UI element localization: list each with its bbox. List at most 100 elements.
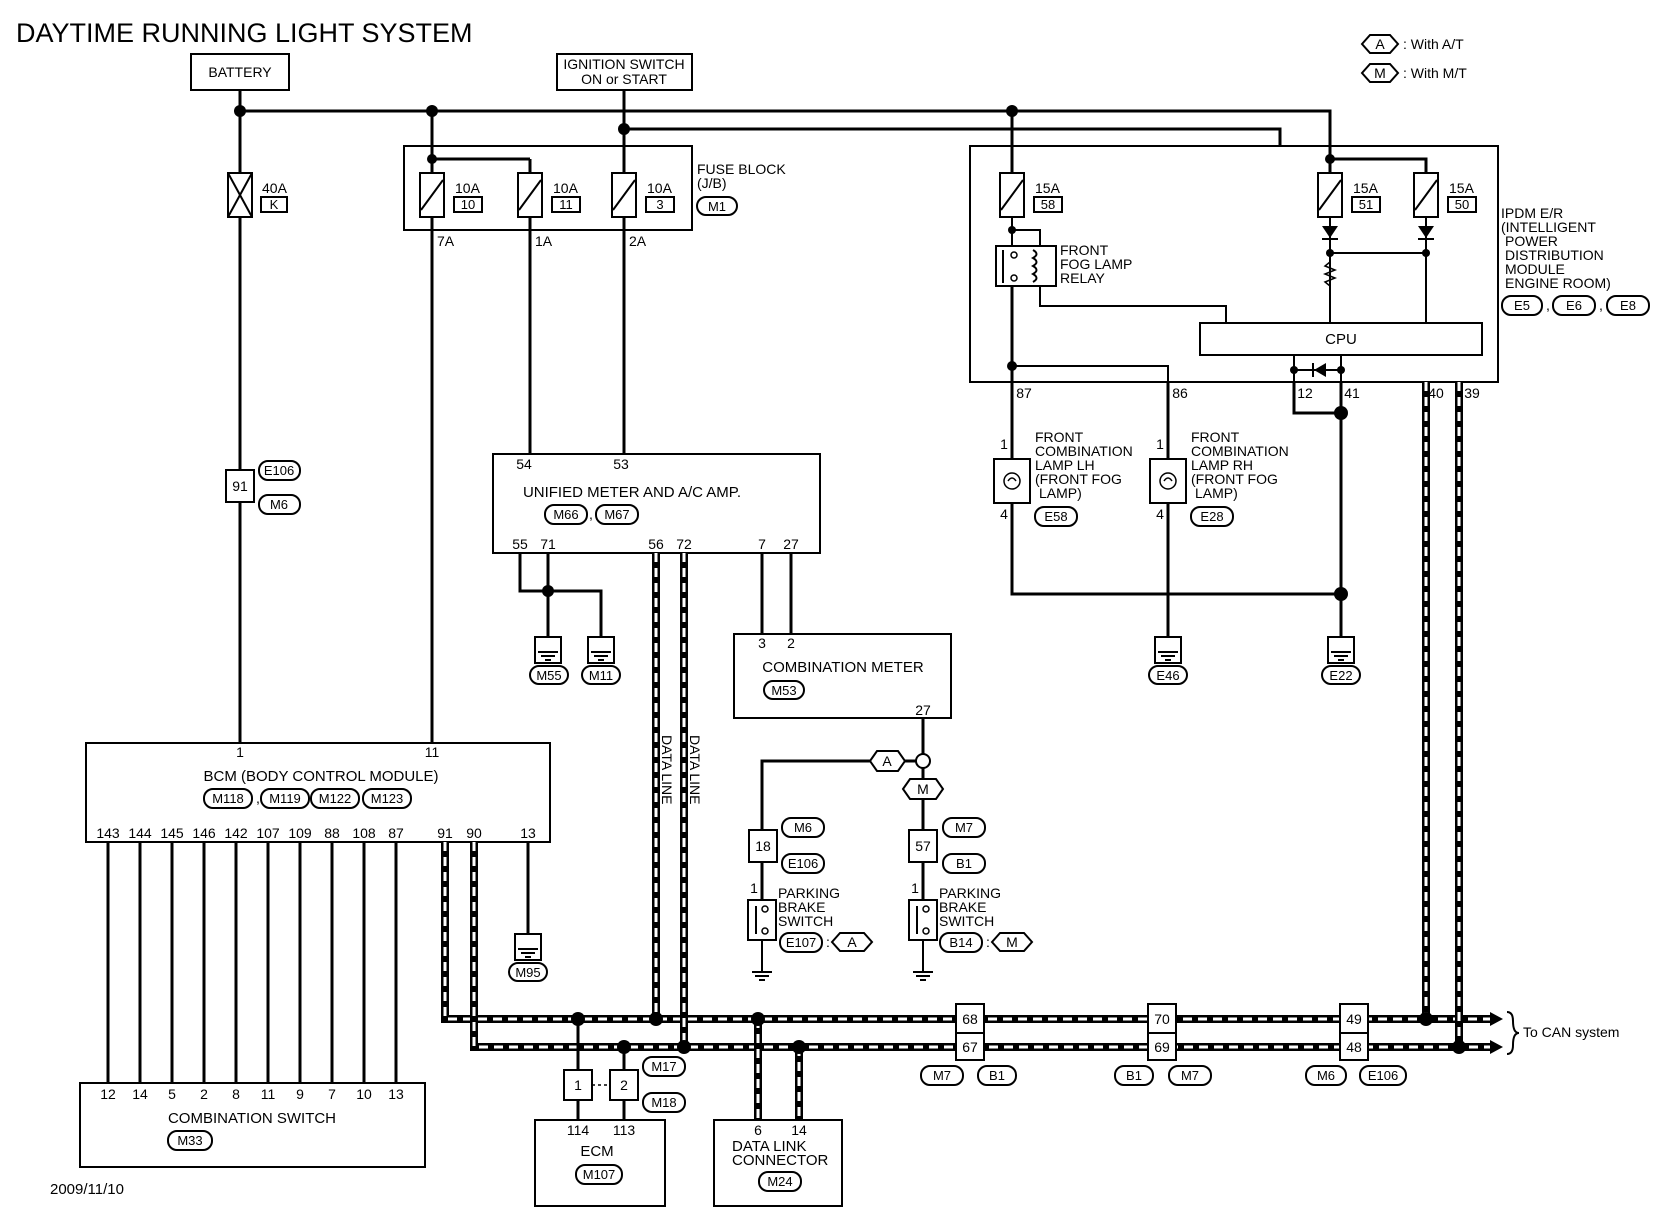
pin-label: 108 (352, 825, 376, 841)
ground-code: E46 (1156, 668, 1179, 683)
connector-badge (781, 853, 825, 874)
pin-label: 14 (791, 1122, 807, 1138)
pin-label: 1 (574, 1077, 582, 1093)
junction-dot (1290, 366, 1298, 374)
junction-dot (751, 1012, 765, 1026)
connector-57 (908, 829, 938, 863)
junction-dot (1422, 249, 1430, 257)
switch-contact (761, 905, 769, 913)
pin-label: 13 (520, 825, 536, 841)
pin-label: 48 (1346, 1039, 1362, 1055)
fuse-out-1a: 1A (535, 233, 553, 249)
lamp-label: COMBINATION (1191, 443, 1289, 459)
fuse-block-label: FUSE BLOCK (697, 161, 786, 177)
connector-badge (939, 932, 983, 953)
lamp-label: COMBINATION (1035, 443, 1133, 459)
connector-badge (1501, 295, 1543, 316)
connector-code: M6 (1317, 1068, 1335, 1083)
wire (1328, 146, 1428, 173)
ground-symbol-box (1327, 636, 1355, 664)
diode-icon (1418, 226, 1434, 238)
pin-label: 11 (425, 744, 440, 760)
wire (1010, 503, 1341, 596)
parking-brake-switch-mt (908, 899, 938, 941)
junction-dot (792, 1040, 806, 1054)
connector-badge (920, 1065, 964, 1086)
pin-label: 12 (100, 1086, 116, 1102)
connector-code: M24 (767, 1174, 792, 1189)
junction-dot (1334, 406, 1348, 420)
pin-label: 109 (288, 825, 312, 841)
pin-label: 11 (261, 1086, 276, 1102)
pin-label: 87 (388, 825, 404, 841)
wire (760, 759, 916, 830)
legend: A : With A/T M : With M/T (1360, 34, 1467, 83)
pin-label: 146 (192, 825, 216, 841)
legend-m-symbol: M (1374, 65, 1386, 81)
pin-label: 142 (224, 825, 248, 841)
pin-label: 113 (613, 1122, 636, 1138)
connector-code: M118 (212, 791, 244, 806)
separator: , (256, 790, 260, 806)
connector-code: B1 (1126, 1068, 1142, 1083)
pin-label: 86 (1172, 385, 1188, 401)
fuse-number-box (551, 196, 581, 213)
fuse-number-box (1447, 196, 1477, 213)
ground-code: M95 (515, 965, 540, 980)
legend-hex-m (1360, 63, 1400, 83)
connector-18 (748, 829, 778, 863)
relay-contact (1010, 251, 1018, 259)
pin-label: 55 (512, 536, 528, 552)
lamp-label: LAMP) (1039, 485, 1082, 501)
junction-dot (1325, 154, 1335, 164)
dlc-label: CONNECTOR (732, 1152, 829, 1169)
lamp-label: FRONT (1035, 429, 1084, 445)
fuse-10a-11: 10A 11 (517, 172, 581, 218)
connector-code: E6 (1566, 298, 1582, 313)
relay-coil-icon (1030, 249, 1038, 283)
fuse-element (1318, 179, 1342, 211)
pin-label: 40 (1428, 385, 1444, 401)
connector-badge (1034, 506, 1078, 527)
ignition-line1: IGNITION SWITCH (563, 56, 684, 72)
pin-label: 91 (437, 825, 453, 841)
connector-code: M119 (269, 791, 301, 806)
junction-dot (1337, 366, 1345, 374)
legend-m-text: : With M/T (1403, 65, 1467, 81)
switch-label: BRAKE (939, 899, 986, 915)
ground-symbol-box (1154, 636, 1182, 664)
pin-label: 107 (256, 825, 280, 841)
data-line-label: DATA LINE (659, 735, 675, 805)
ecm-label: ECM (580, 1143, 613, 1160)
wire (1292, 382, 1341, 415)
legend-a-text: : With A/T (1403, 36, 1464, 52)
fuse-body (517, 172, 543, 218)
pin-label: 14 (132, 1086, 148, 1102)
pin-label: 9 (296, 1086, 304, 1102)
junction-dot (677, 1040, 691, 1054)
pin-label: 53 (613, 456, 629, 472)
connector-badge (642, 1056, 686, 1077)
connector-badge (362, 788, 412, 809)
pin-label: 1 (750, 880, 758, 896)
relay-label: RELAY (1060, 270, 1106, 286)
connector-badge (310, 788, 360, 809)
can-joint-70-69: 70 69 B1 M7 (1114, 1003, 1212, 1086)
lamp-label: LAMP) (1195, 485, 1238, 501)
connector-badge (1114, 1065, 1154, 1086)
ground-symbol-box (587, 636, 615, 664)
separator: , (1546, 297, 1550, 313)
unified-meter-label: UNIFIED METER AND A/C AMP. (523, 484, 741, 501)
branch-point (915, 753, 931, 769)
ground-e46: E46 (1148, 636, 1188, 685)
pin-label: 27 (783, 536, 799, 552)
pin-label: 7 (328, 1086, 336, 1102)
lamp-filament-icon (1007, 477, 1017, 482)
fuse-number: 50 (1455, 197, 1469, 212)
lamp-label: LAMP LH (1035, 457, 1095, 473)
connector-code: B14 (949, 935, 972, 950)
fuse-number-box (1033, 196, 1063, 213)
fuse-rating: 15A (1035, 180, 1061, 196)
connector-code: E5 (1514, 298, 1530, 313)
connector-code: M33 (177, 1133, 202, 1148)
